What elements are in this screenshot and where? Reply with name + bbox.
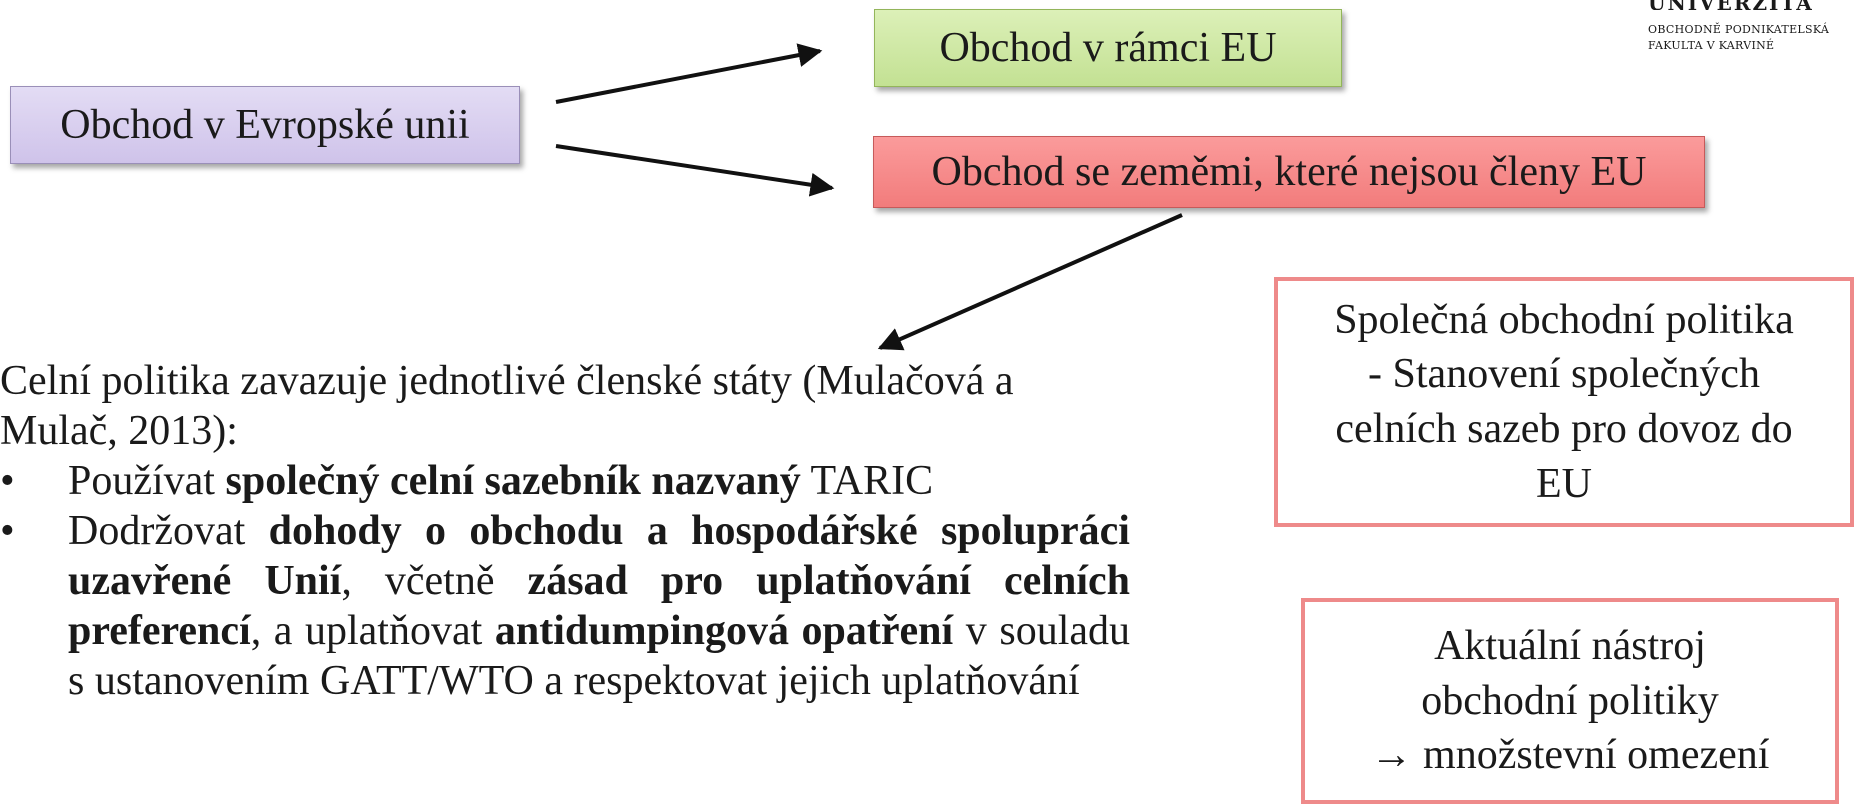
non-eu-trade-label: Obchod se zeměmi, které nejsou členy EU xyxy=(931,149,1647,195)
root-trade-label: Obchod v Evropské unii xyxy=(60,102,470,148)
logo-wordmark: UNIVERZITA xyxy=(1648,0,1848,10)
list-item: • Dodržovat dohody o obchodu a hospodářs… xyxy=(0,506,1130,706)
policy-line-2: - Stanovení společných xyxy=(1368,351,1760,398)
bullet-marker: • xyxy=(0,508,15,554)
bullet-1-text-c: TARIC xyxy=(800,458,934,504)
bullet-2-bold-agreements: dohody o obchodu a hospodářské spoluprác… xyxy=(68,508,1130,604)
within-eu-trade-box: Obchod v rámci EU xyxy=(874,9,1342,87)
university-logo: UNIVERZITA OBCHODNĚ PODNIKATELSKÁ FAKULT… xyxy=(1648,0,1848,54)
policy-line-3: celních sazeb pro dovoz do xyxy=(1335,406,1793,452)
arrow-to-non-eu xyxy=(555,144,835,197)
tool-line-3: → množstevní omezení xyxy=(1370,732,1770,779)
tool-line-2: obchodní politiky xyxy=(1421,677,1719,724)
bullet-2-text-e: , a uplatňovat xyxy=(250,608,495,654)
intro-paragraph: Celní politika zavazuje jednotlivé člens… xyxy=(0,358,1014,454)
obligations-list: • Používat společný celní sazebník nazva… xyxy=(0,456,1130,706)
non-eu-trade-box: Obchod se zeměmi, které nejsou členy EU xyxy=(873,136,1705,208)
policy-line-1: Společná obchodní politika xyxy=(1334,296,1794,343)
bullet-2-bold-preferences: zásad pro uplatňování celních preferencí xyxy=(68,558,1131,654)
bullet-2-bold-antidumping: antidumpingová opatření xyxy=(494,608,954,654)
logo-faculty-line-1: OBCHODNĚ PODNIKATELSKÁ xyxy=(1648,23,1830,36)
arrow-to-within-eu xyxy=(555,43,823,104)
common-trade-policy-box: Společná obchodní politika - Stanovení s… xyxy=(1274,277,1854,527)
current-policy-tool-box: Aktuální nástroj obchodní politiky → mno… xyxy=(1301,598,1839,804)
tool-line-1: Aktuální nástroj xyxy=(1434,623,1706,670)
bullet-2-text-c: , včetně xyxy=(341,558,528,604)
list-item: • Používat společný celní sazebník nazva… xyxy=(0,456,1130,506)
arrow-to-customs-text xyxy=(877,213,1183,351)
bullet-1-bold: společný celní sazebník nazvaný xyxy=(225,458,801,504)
policy-line-4: EU xyxy=(1536,460,1592,507)
root-trade-box: Obchod v Evropské unii xyxy=(10,86,520,164)
bullet-marker: • xyxy=(0,458,15,504)
within-eu-trade-label: Obchod v rámci EU xyxy=(939,25,1277,71)
bullet-1-text-a: Používat xyxy=(68,458,226,504)
customs-policy-text: Celní politika zavazuje jednotlivé člens… xyxy=(0,356,1130,706)
logo-faculty-line-2: FAKULTA V KARVINÉ xyxy=(1648,39,1775,52)
bullet-2-text-a: Dodržovat xyxy=(68,508,269,554)
bullet-2-text-g: v souladu s ustanovením GATT/WTO a respe… xyxy=(68,608,1130,704)
